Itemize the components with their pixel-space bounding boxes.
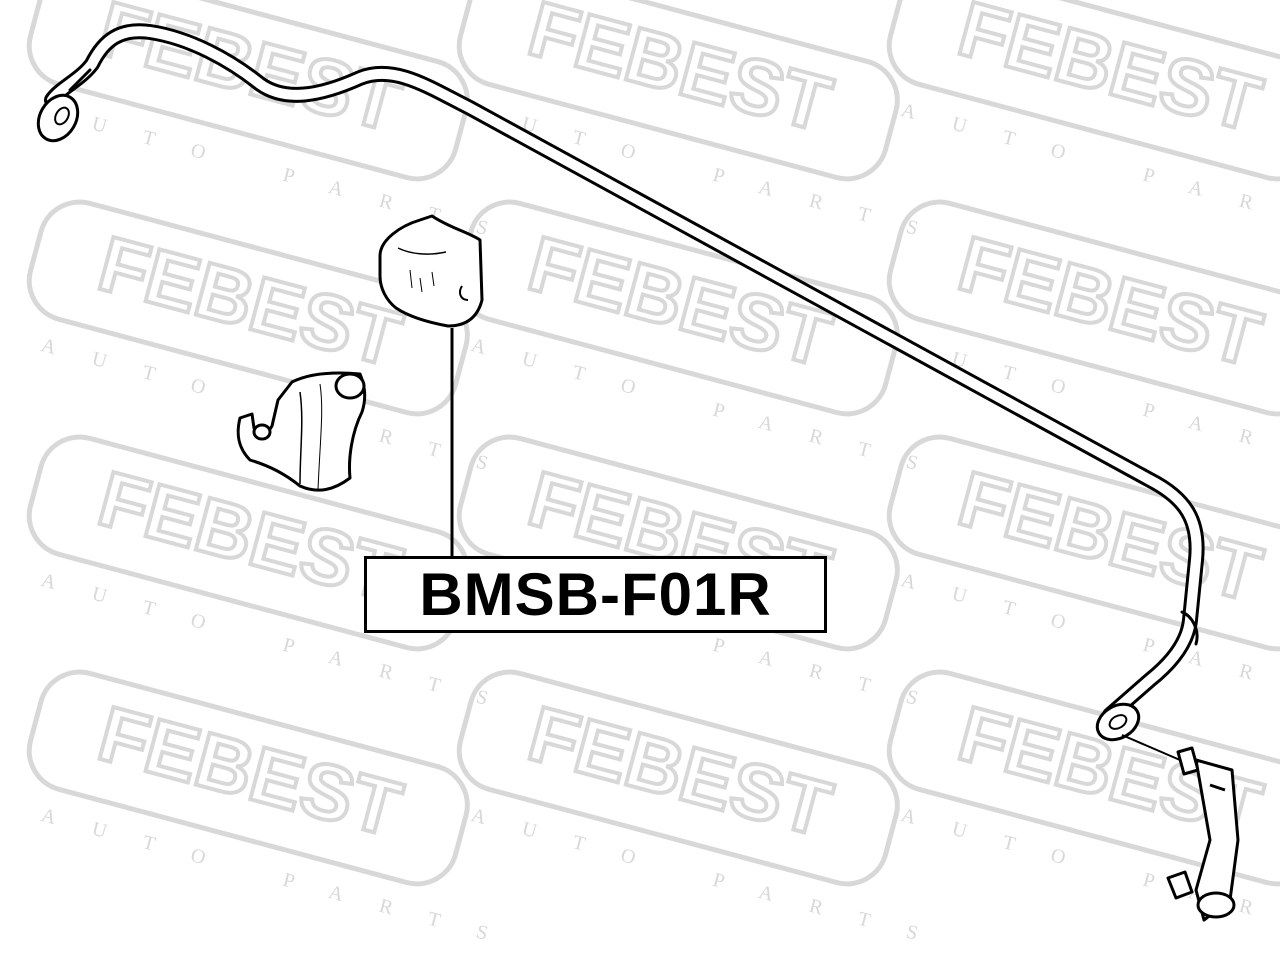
stabilizer-link — [1121, 734, 1240, 922]
bushing-part — [378, 214, 484, 328]
bracket-part — [236, 371, 367, 492]
part-number-label: BMSB-F01R — [364, 556, 827, 633]
stabilizer-bar — [36, 23, 1205, 742]
